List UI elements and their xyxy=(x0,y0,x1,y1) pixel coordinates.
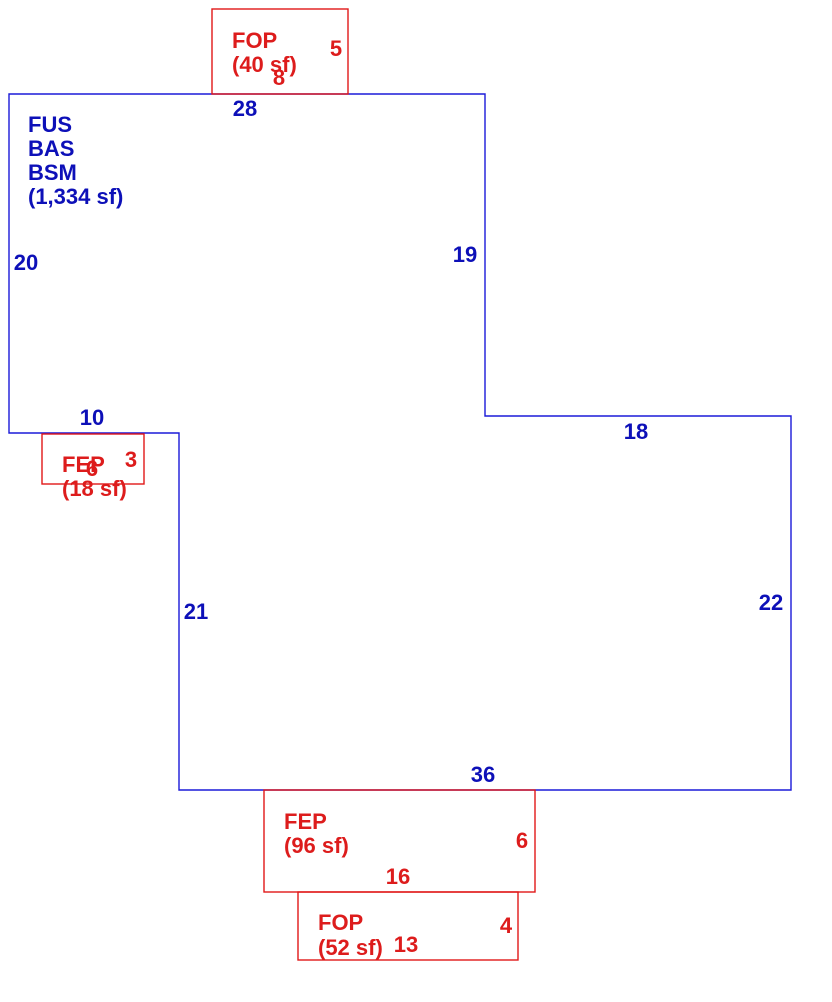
fop-top-height: 5 xyxy=(330,36,342,61)
fop-bottom-size: (52 sf) xyxy=(318,935,383,960)
main-area-size: (1,334 sf) xyxy=(28,184,123,209)
fop-bottom-outline xyxy=(297,891,519,961)
fep-left-width: 6 xyxy=(86,456,98,481)
fep-left-height: 3 xyxy=(125,447,137,472)
fop-top-code: FOP xyxy=(232,28,277,53)
dim-top: 28 xyxy=(233,96,257,121)
main-area-code-1: FUS xyxy=(28,112,72,137)
dim-right-lower: 22 xyxy=(759,590,783,615)
fop-top-width: 8 xyxy=(273,65,285,90)
fep-bottom-code: FEP xyxy=(284,809,327,834)
dim-left: 20 xyxy=(14,250,38,275)
dim-step-left: 10 xyxy=(80,405,104,430)
main-area-code-3: BSM xyxy=(28,160,77,185)
dim-right-upper: 19 xyxy=(453,242,477,267)
fep-bottom-width: 16 xyxy=(386,864,410,889)
fop-top-outline xyxy=(211,8,349,95)
fop-top-size: (40 sf) xyxy=(232,52,297,77)
main-area-outline xyxy=(8,93,792,791)
fep-left-code: FEP xyxy=(62,452,105,477)
dim-bottom: 36 xyxy=(471,762,495,787)
fop-bottom-code: FOP xyxy=(318,910,363,935)
main-area-code-2: BAS xyxy=(28,136,74,161)
fep-left-outline xyxy=(41,433,145,485)
fop-bottom-width: 13 xyxy=(394,932,418,957)
fop-bottom-height: 4 xyxy=(500,913,513,938)
fep-left-size: (18 sf) xyxy=(62,476,127,501)
dim-left-lower: 21 xyxy=(184,599,208,624)
dim-step-right: 18 xyxy=(624,419,648,444)
fep-bottom-size: (96 sf) xyxy=(284,833,349,858)
fep-bottom-height: 6 xyxy=(516,828,528,853)
